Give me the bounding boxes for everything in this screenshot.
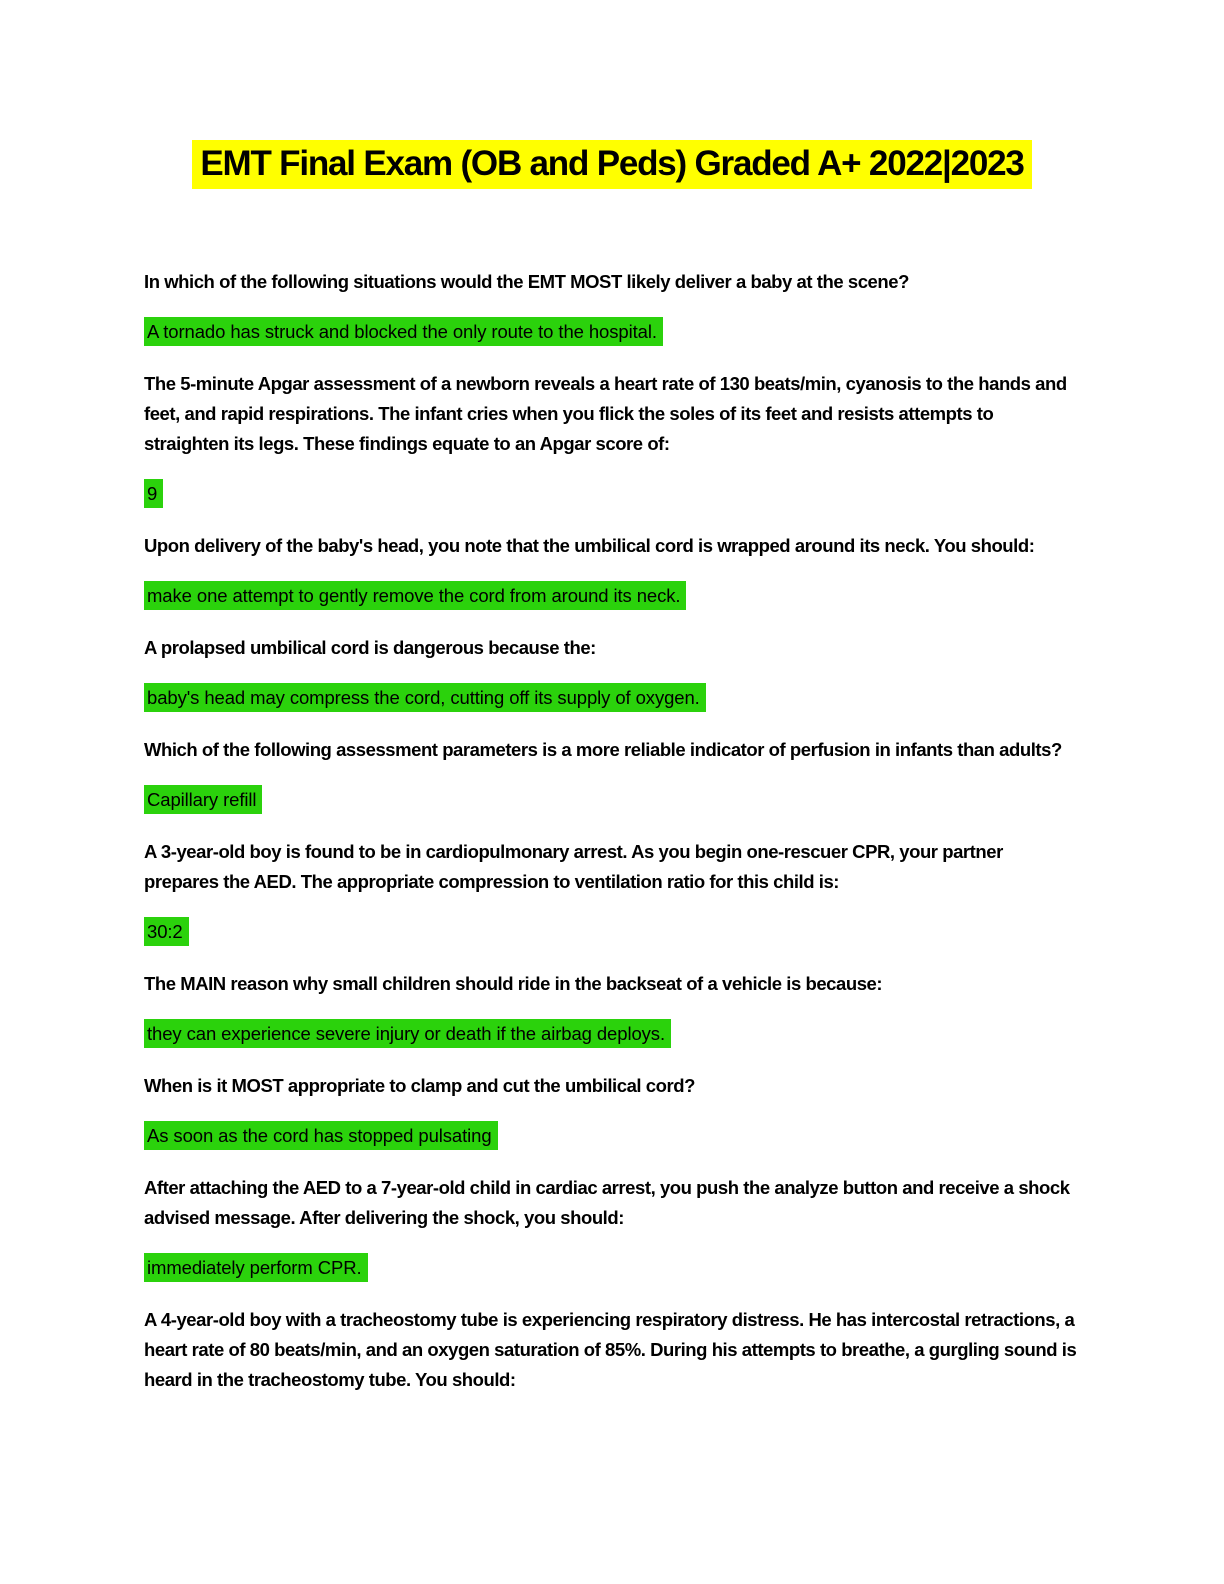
answer-text: immediately perform CPR.	[144, 1253, 368, 1282]
answer-text: As soon as the cord has stopped pulsatin…	[144, 1121, 498, 1150]
title-row: EMT Final Exam (OB and Peds) Graded A+ 2…	[144, 140, 1080, 189]
qa-block: The 5-minute Apgar assessment of a newbo…	[144, 369, 1080, 510]
question-text: The MAIN reason why small children shoul…	[144, 973, 883, 994]
answer-text: baby's head may compress the cord, cutti…	[144, 683, 706, 712]
question-text: After attaching the AED to a 7-year-old …	[144, 1177, 1070, 1228]
qa-block: Upon delivery of the baby's head, you no…	[144, 531, 1080, 612]
answer-text: make one attempt to gently remove the co…	[144, 581, 687, 610]
answer-text: 9	[144, 479, 164, 508]
qa-block: A 3-year-old boy is found to be in cardi…	[144, 837, 1080, 948]
question-text: When is it MOST appropriate to clamp and…	[144, 1075, 695, 1096]
answer-row: Capillary refill	[144, 785, 1080, 816]
answer-row: they can experience severe injury or dea…	[144, 1019, 1080, 1050]
answer-row: A tornado has struck and blocked the onl…	[144, 317, 1080, 348]
document-title: EMT Final Exam (OB and Peds) Graded A+ 2…	[192, 140, 1032, 189]
question-text: Upon delivery of the baby's head, you no…	[144, 535, 1035, 556]
qa-block: The MAIN reason why small children shoul…	[144, 969, 1080, 1050]
answer-row: make one attempt to gently remove the co…	[144, 581, 1080, 612]
qa-block: When is it MOST appropriate to clamp and…	[144, 1071, 1080, 1152]
qa-block: In which of the following situations wou…	[144, 267, 1080, 348]
question-text: A 4-year-old boy with a tracheostomy tub…	[144, 1309, 1077, 1390]
question-text: A prolapsed umbilical cord is dangerous …	[144, 637, 596, 658]
qa-block: After attaching the AED to a 7-year-old …	[144, 1173, 1080, 1284]
qa-block: Which of the following assessment parame…	[144, 735, 1080, 816]
qa-block: A 4-year-old boy with a tracheostomy tub…	[144, 1305, 1080, 1395]
answer-text: 30:2	[144, 917, 189, 946]
answer-text: A tornado has struck and blocked the onl…	[144, 317, 663, 346]
question-text: In which of the following situations wou…	[144, 271, 909, 292]
answer-text: Capillary refill	[144, 785, 263, 814]
answer-text: they can experience severe injury or dea…	[144, 1019, 671, 1048]
answer-row: baby's head may compress the cord, cutti…	[144, 683, 1080, 714]
answer-row: 30:2	[144, 917, 1080, 948]
qa-block: A prolapsed umbilical cord is dangerous …	[144, 633, 1080, 714]
answer-row: 9	[144, 479, 1080, 510]
question-text: A 3-year-old boy is found to be in cardi…	[144, 841, 1003, 892]
answer-row: immediately perform CPR.	[144, 1253, 1080, 1284]
question-text: The 5-minute Apgar assessment of a newbo…	[144, 373, 1067, 454]
document-body: In which of the following situations wou…	[144, 267, 1080, 1395]
question-text: Which of the following assessment parame…	[144, 739, 1062, 760]
answer-row: As soon as the cord has stopped pulsatin…	[144, 1121, 1080, 1152]
